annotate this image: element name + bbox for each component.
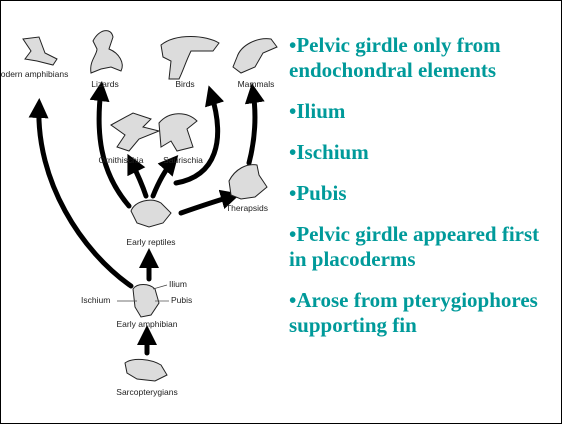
bullet-pubis: •Pubis <box>289 181 557 206</box>
bullet-endochondral: •Pelvic girdle only from endochondral el… <box>289 33 557 83</box>
lizard-pelvis-icon <box>91 31 123 73</box>
ornithischia-pelvis-icon <box>111 113 159 151</box>
arrow-to-mammals <box>249 91 255 163</box>
bullet-placoderms: •Pelvic girdle appeared first in placode… <box>289 222 557 272</box>
label-ilium: Ilium <box>169 279 187 289</box>
pelvic-girdle-phylogeny-diagram: Modern amphibians Lizards Birds Mammals … <box>1 1 301 423</box>
label-mammals: Mammals <box>238 79 275 89</box>
label-ischium: Ischium <box>81 295 110 305</box>
bullet-pterygiophores: •Arose from pterygiophores supporting fi… <box>289 288 557 338</box>
label-pubis: Pubis <box>171 295 192 305</box>
bullet-ilium: •Ilium <box>289 99 557 124</box>
arrow-to-saurischia <box>153 161 173 196</box>
label-sarcopterygians: Sarcopterygians <box>116 387 177 397</box>
early-reptile-pelvis-icon <box>131 200 171 227</box>
bullet-ischium: •Ischium <box>289 140 557 165</box>
label-ornithischia: Ornithischia <box>99 155 144 165</box>
arrow-to-ornithischia <box>131 161 146 196</box>
bird-pelvis-icon <box>161 37 219 80</box>
label-early-amphibian: Early amphibian <box>117 319 178 329</box>
modern-amphibian-pelvis-icon <box>23 37 57 65</box>
mammal-pelvis-icon <box>233 39 277 73</box>
label-early-reptiles: Early reptiles <box>126 237 175 247</box>
sarcopterygian-pelvis-icon <box>125 359 167 381</box>
bullet-list: •Pelvic girdle only from endochondral el… <box>289 33 557 354</box>
label-modern-amphibians: Modern amphibians <box>1 69 68 79</box>
saurischia-pelvis-icon <box>159 114 197 151</box>
label-saurischia: Saurischia <box>163 155 203 165</box>
label-therapsids: Therapsids <box>226 203 268 213</box>
label-birds: Birds <box>175 79 194 89</box>
therapsid-pelvis-icon <box>229 165 267 199</box>
arrow-to-modern-amphibians <box>39 106 131 286</box>
label-lizards: Lizards <box>91 79 118 89</box>
